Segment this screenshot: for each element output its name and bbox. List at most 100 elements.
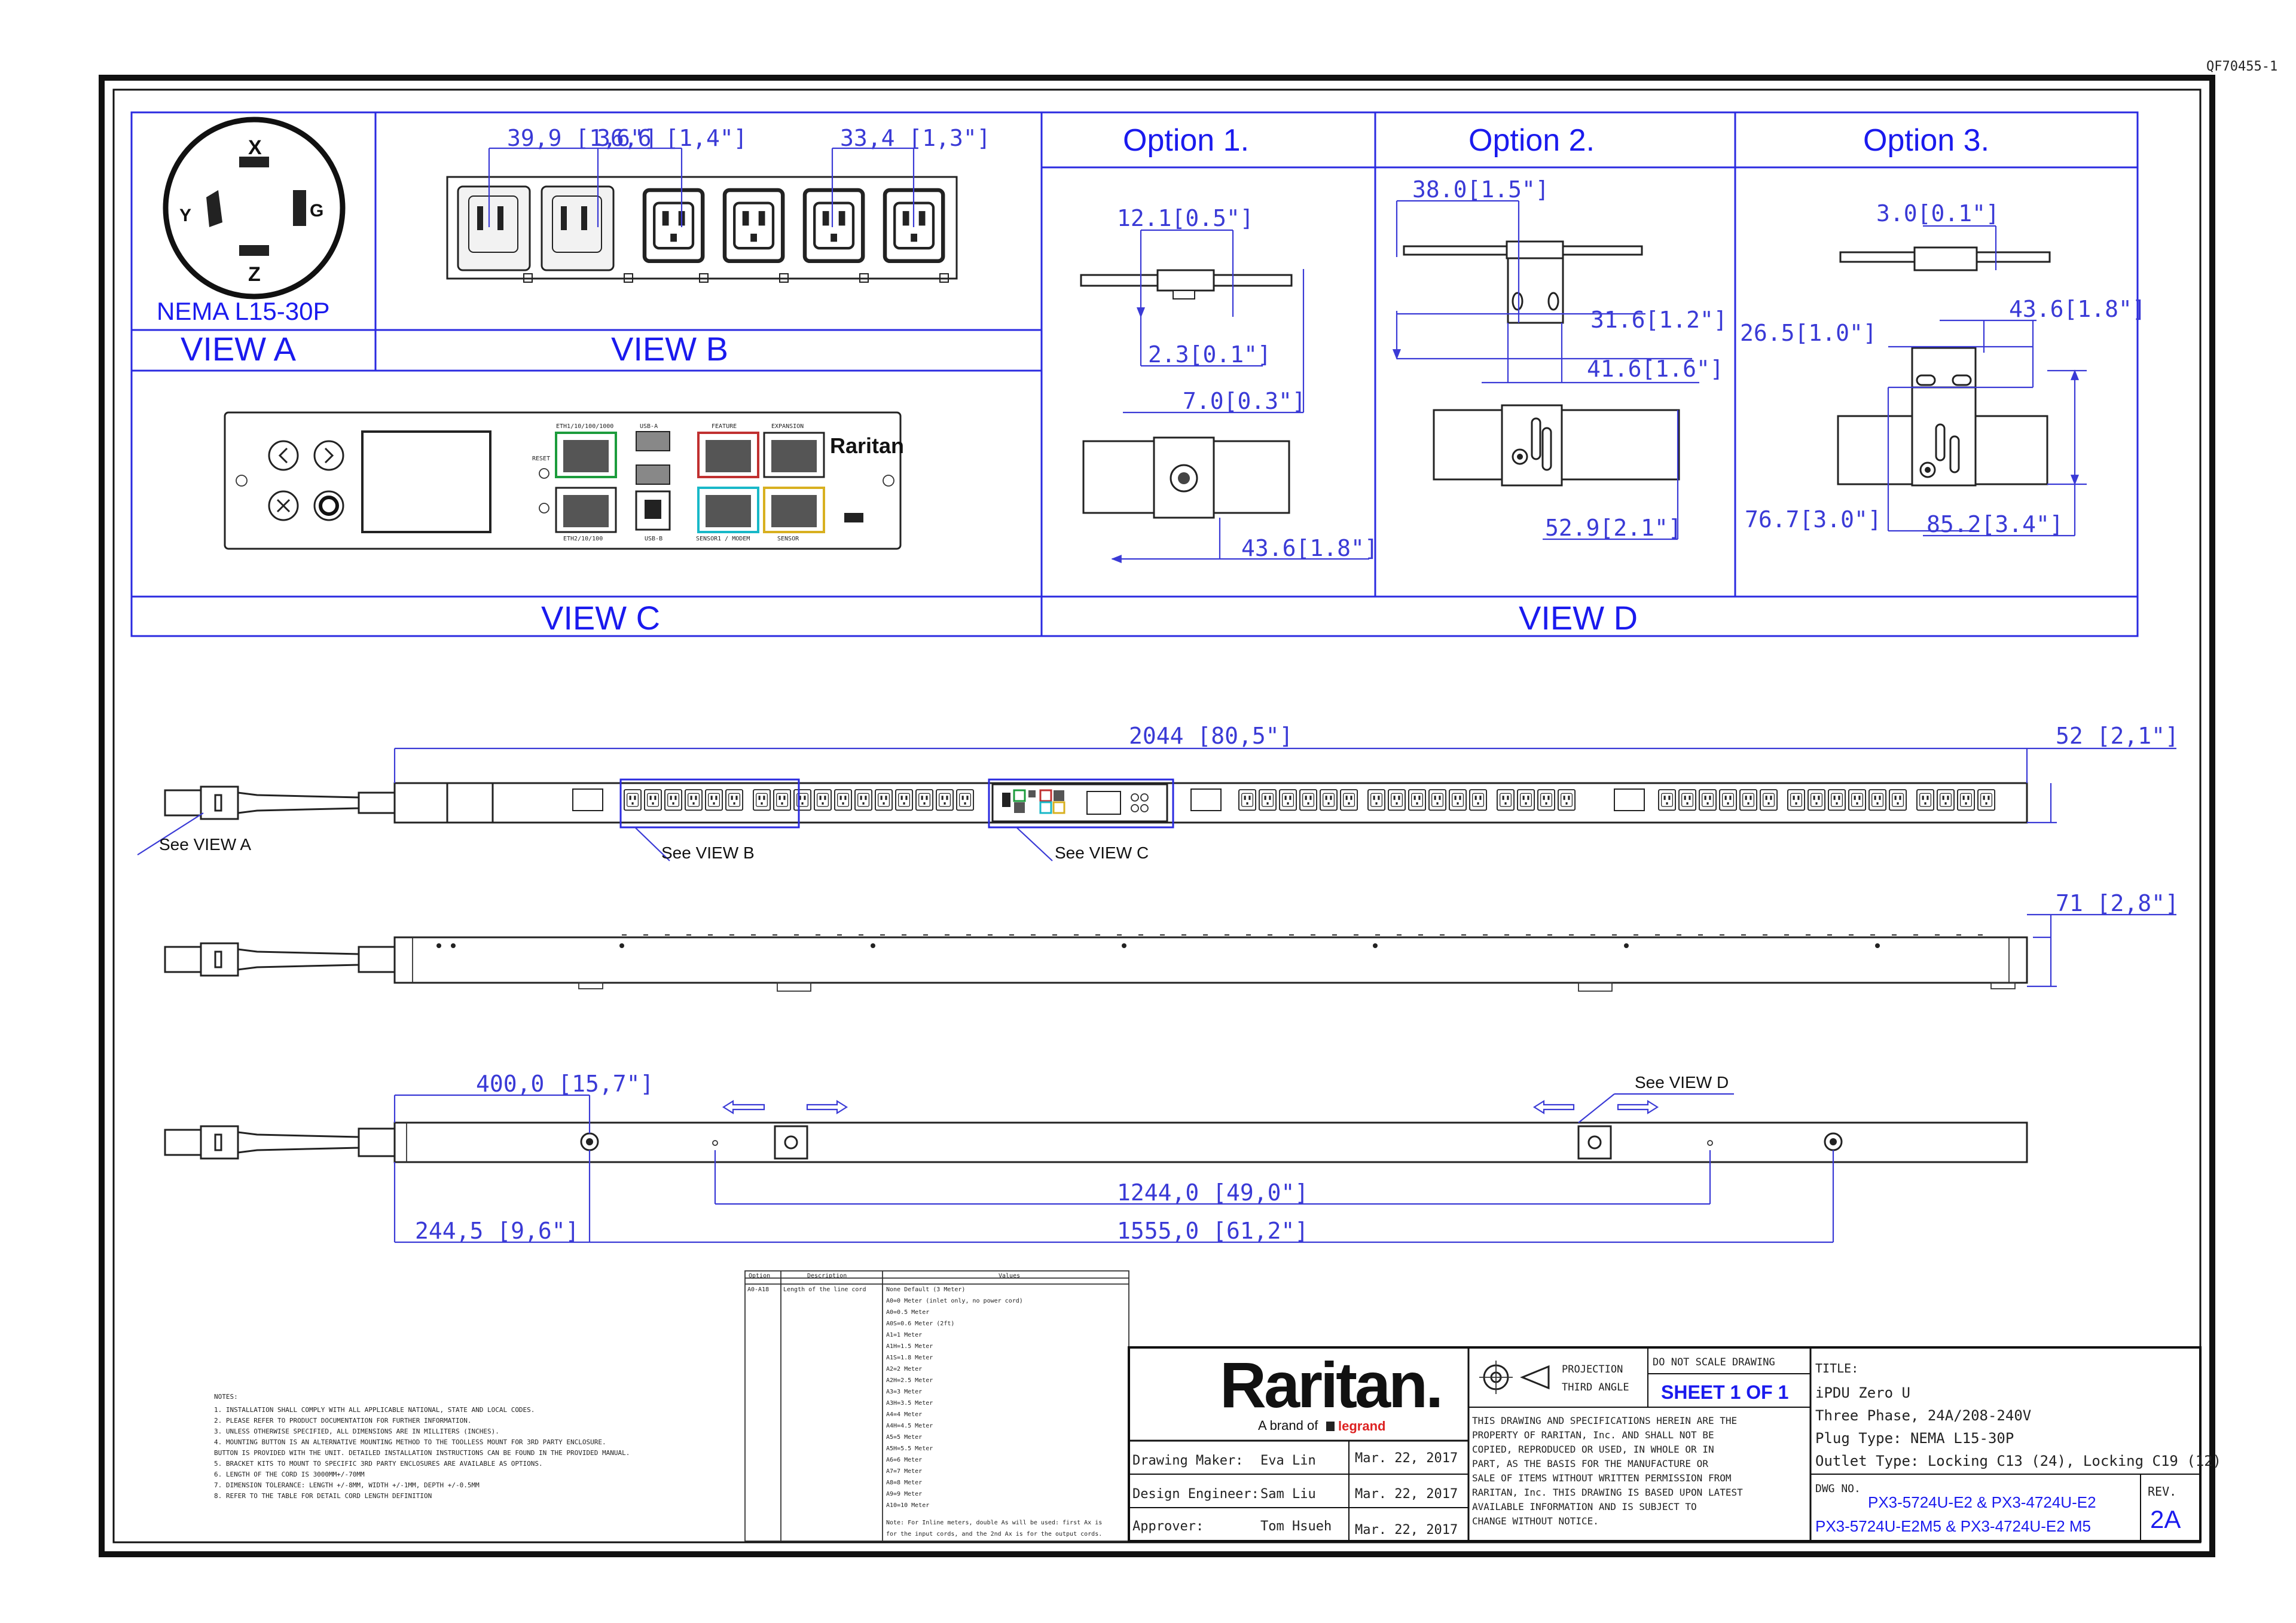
back-dim-2: 1244,0 [49,0"] <box>1117 1179 1308 1206</box>
front-depth-dim: 52 [2,1"] <box>2056 723 2179 749</box>
cord-value-19: A10=10 Meter <box>886 1502 929 1509</box>
back-dim-1: 400,0 [15,7"] <box>476 1071 654 1097</box>
notes-title: NOTES: <box>214 1393 238 1401</box>
option-2-dims: 38.0[1.5"] 31.6[1.2"] 41.6[1.6"] 52.9[2.… <box>1392 176 1727 541</box>
view-b-label: VIEW B <box>611 330 728 368</box>
pdu-side-view <box>164 934 2028 992</box>
maker-date-3: Mar. 22, 2017 <box>1355 1523 1458 1538</box>
maker-role-3: Approver: <box>1132 1519 1204 1534</box>
cord-value-16: A7=7 Meter <box>886 1468 922 1475</box>
brand-line: A brand of <box>1258 1418 1318 1433</box>
cord-value-7: A2=2 Meter <box>886 1366 922 1373</box>
port-eth1: ETH1/10/100/1000 <box>556 423 613 430</box>
cord-value-15: A6=6 Meter <box>886 1457 922 1463</box>
views-grid <box>130 111 2139 637</box>
front-length-dim: 2044 [80,5"] <box>1129 723 1293 749</box>
maker-date-2: Mar. 22, 2017 <box>1355 1487 1458 1502</box>
table-header-option: Option <box>749 1273 770 1279</box>
option-1-dim-1: 12.1[0.5"] <box>1117 205 1254 231</box>
controller-panel: Raritan ETH1/10/100/1000 USB-A FEATURE E… <box>224 411 904 550</box>
table-option-value: A0-A18 <box>747 1286 769 1293</box>
cord-value-14: A5H=5.5 Meter <box>886 1445 933 1452</box>
side-width-dim: 71 [2,8"] <box>2056 890 2179 916</box>
cord-value-10: A3H=3.5 Meter <box>886 1400 933 1407</box>
cord-value-2: A0=0.5 Meter <box>886 1309 929 1316</box>
pdu-back-view <box>164 1121 2028 1163</box>
maker-role-1: Drawing Maker: <box>1132 1453 1243 1468</box>
option-2-dim-2: 31.6[1.2"] <box>1590 307 1727 333</box>
option-3-dim-4: 76.7[3.0"] <box>1745 506 1882 533</box>
pdu-front-view <box>164 778 2028 829</box>
disclaimer-5: SALE OF ITEMS WITHOUT WRITTEN PERMISSION… <box>1472 1472 1731 1484</box>
cord-value-11: A4=4 Meter <box>886 1411 922 1418</box>
view-d-label: VIEW D <box>1519 599 1638 637</box>
port-sensor1: SENSOR1 / MODEM <box>696 536 750 542</box>
raritan-logo: Raritan. <box>1220 1349 1441 1421</box>
cord-value-17: A8=8 Meter <box>886 1480 922 1486</box>
cord-length-table: Option Description Values A0-A18 Length … <box>744 1270 1129 1542</box>
note-2: 2. PLEASE REFER TO PRODUCT DOCUMENTATION… <box>214 1417 471 1425</box>
no-scale-note: DO NOT SCALE DRAWING <box>1653 1356 1775 1368</box>
cord-value-3: A0S=0.6 Meter (2ft) <box>886 1321 954 1327</box>
option-1-dim-4: 43.6[1.8"] <box>1241 535 1378 561</box>
note-1: 1. INSTALLATION SHALL COMPLY WITH ALL AP… <box>214 1406 535 1414</box>
maker-date-1: Mar. 22, 2017 <box>1355 1451 1458 1466</box>
cord-value-5: A1H=1.5 Meter <box>886 1343 933 1350</box>
port-sensor: SENSOR <box>777 536 799 542</box>
title-line-4: Outlet Type: Locking C13 (24), Locking C… <box>1815 1453 2221 1469</box>
option-3-dim-3: 26.5[1.0"] <box>1740 320 1877 346</box>
disclaimer-2: PROPERTY OF RARITAN, Inc. AND SHALL NOT … <box>1472 1429 1714 1441</box>
note-7: 7. DIMENSION TOLERANCE: LENGTH +/-8MM, W… <box>214 1481 480 1489</box>
cord-value-1: A0=0 Meter (inlet only, no power cord) <box>886 1298 1023 1304</box>
disclaimer-8: CHANGE WITHOUT NOTICE. <box>1472 1515 1599 1527</box>
view-b-dim-1: 39,9 [1,6"] <box>507 125 658 151</box>
port-usba: USB-A <box>640 423 658 430</box>
dwg-line-1: PX3-5724U-E2 & PX3-4724U-E2 <box>1868 1493 2096 1511</box>
view-b-outlets <box>446 176 958 283</box>
disclaimer-3: COPIED, REPRODUCED OR USED, IN WHOLE OR … <box>1472 1444 1714 1455</box>
projection-angle: THIRD ANGLE <box>1562 1381 1629 1393</box>
see-view-b-callout: See VIEW B <box>661 843 755 862</box>
table-description: Length of the line cord <box>783 1286 866 1293</box>
option-2-dim-4: 52.9[2.1"] <box>1545 515 1682 541</box>
option-2-dim-3: 41.6[1.6"] <box>1587 356 1724 382</box>
note-4: 4. MOUNTING BUTTON IS AN ALTERNATIVE MOU… <box>214 1438 606 1446</box>
table-header-description: Description <box>807 1273 847 1279</box>
sheet-number: SHEET 1 OF 1 <box>1661 1381 1788 1403</box>
option-3-dim-1: 3.0[0.1"] <box>1876 200 1999 227</box>
option-2-title: Option 2. <box>1468 123 1595 158</box>
cord-value-8: A2H=2.5 Meter <box>886 1377 933 1384</box>
port-eth2: ETH2/10/100 <box>563 536 603 542</box>
cord-value-21: for the input cords, and the 2nd Ax is f… <box>886 1531 1102 1538</box>
maker-name-1: Eva Lin <box>1260 1453 1316 1468</box>
legrand-brand: legrand <box>1338 1419 1385 1434</box>
cord-value-6: A1S=1.8 Meter <box>886 1355 933 1361</box>
rev-label: REV. <box>2148 1484 2176 1499</box>
back-dim-3: 244,5 [9,6"] <box>415 1218 579 1244</box>
cord-value-4: A1=1 Meter <box>886 1332 922 1338</box>
table-header-values: Values <box>999 1273 1020 1279</box>
nema-plug-face: X Y G Z <box>163 117 346 299</box>
option-3-dims: 3.0[0.1"] 43.6[1.8"] 26.5[1.0"] 76.7[3.0… <box>1740 200 2146 537</box>
back-arrows <box>722 1100 1659 1114</box>
cord-value-20: Note: For Inline meters, double As will … <box>886 1520 1102 1526</box>
disclaimer-1: THIS DRAWING AND SPECIFICATIONS HEREIN A… <box>1472 1415 1737 1426</box>
option-3-title: Option 3. <box>1863 123 1989 158</box>
see-view-a-callout: See VIEW A <box>159 835 251 854</box>
port-feature: FEATURE <box>712 423 737 430</box>
pin-y-label: Y <box>179 206 191 225</box>
option-1-dim-3: 7.0[0.3"] <box>1183 388 1306 414</box>
maker-role-2: Design Engineer: <box>1132 1487 1259 1502</box>
title-line-1: iPDU Zero U <box>1815 1384 1910 1401</box>
disclaimer-4: PART, AS THE BASIS FOR THE MANUFACTURE O… <box>1472 1458 1708 1469</box>
disclaimer-7: AVAILABLE INFORMATION AND IS SUBJECT TO <box>1472 1501 1697 1512</box>
maker-name-2: Sam Liu <box>1260 1487 1316 1502</box>
front-dims: 2044 [80,5"] 52 [2,1"] See VIEW A See VI… <box>137 723 2179 862</box>
cord-value-12: A4H=4.5 Meter <box>886 1423 933 1429</box>
view-b-dim-2: 36,6 [1,4"] <box>597 125 747 151</box>
side-dims: 71 [2,8"] <box>2027 890 2179 988</box>
revision: 2A <box>2150 1505 2181 1533</box>
projection-label: PROJECTION <box>1562 1364 1623 1376</box>
back-dim-4: 1555,0 [61,2"] <box>1117 1218 1308 1244</box>
